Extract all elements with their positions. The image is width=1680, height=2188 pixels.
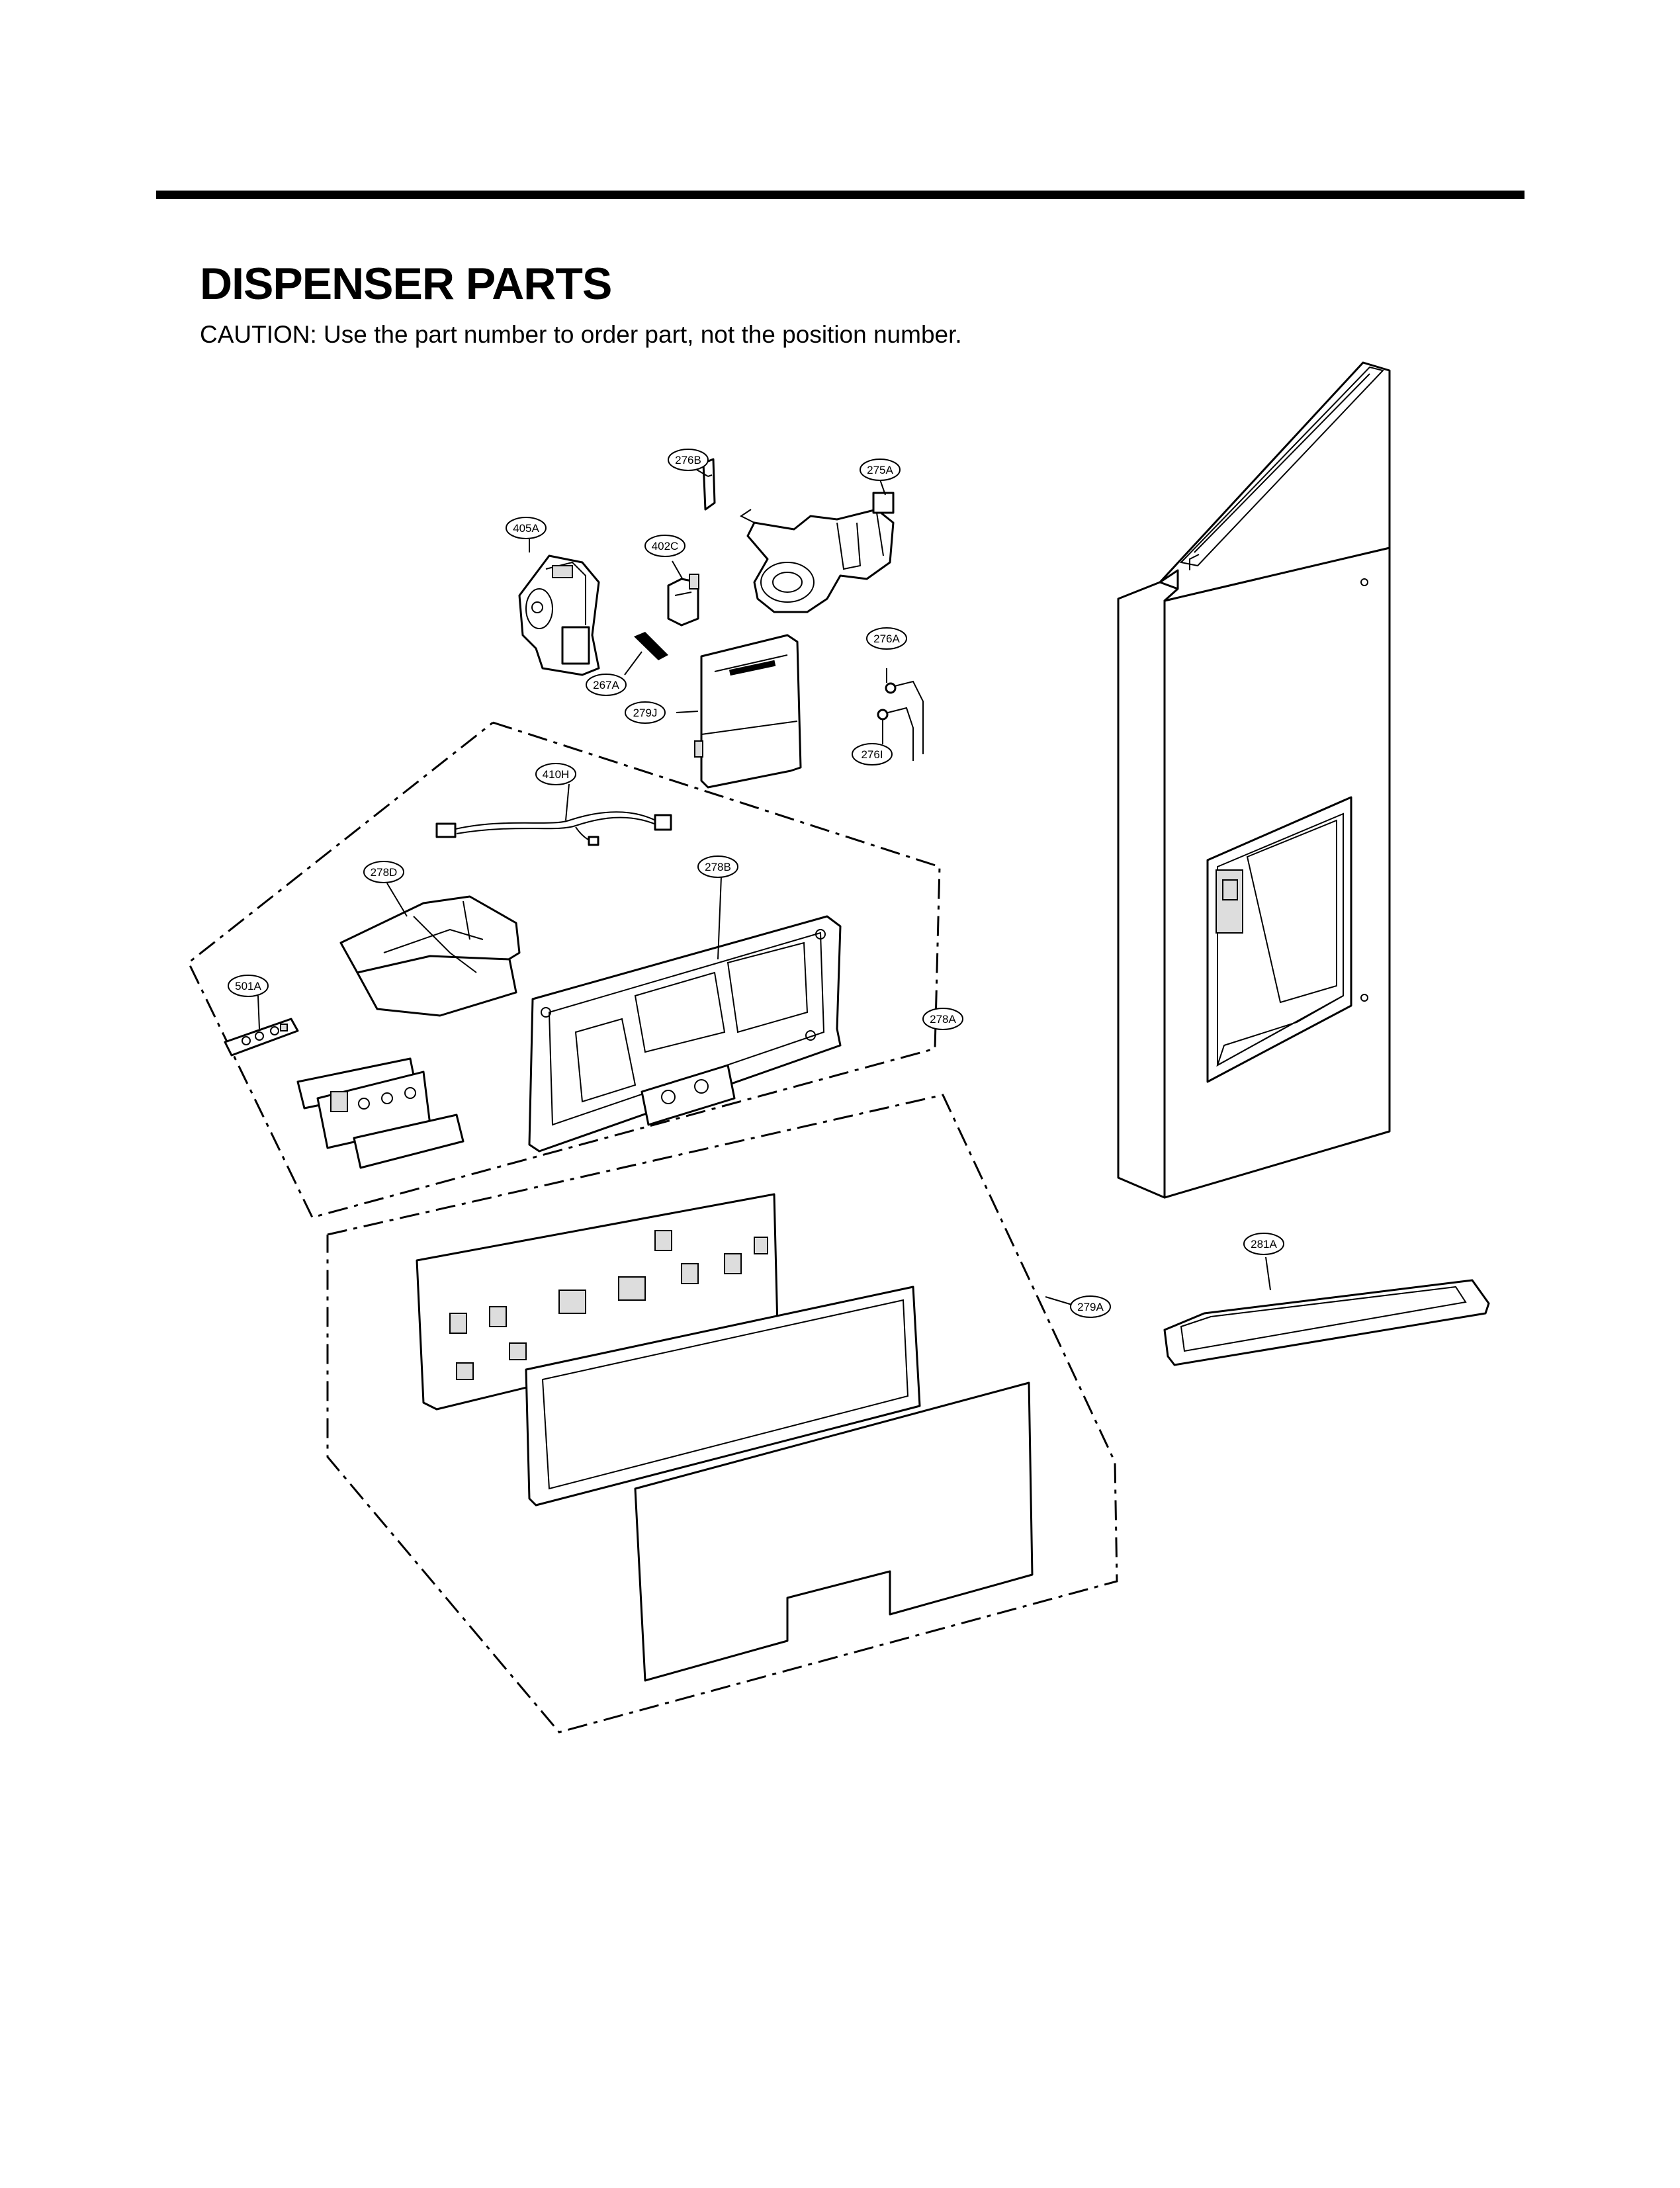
svg-text:278A: 278A: [930, 1013, 956, 1026]
svg-text:501A: 501A: [235, 980, 261, 992]
pcb-501A: [224, 1018, 299, 1057]
drip-tray-281A: [1163, 1279, 1490, 1366]
svg-text:281A: 281A: [1251, 1238, 1277, 1250]
wire-spring-276A-276I: [877, 680, 924, 761]
callout-402C: 402C: [644, 535, 685, 557]
callout-410H: 410H: [535, 763, 576, 785]
svg-text:276A: 276A: [873, 633, 900, 645]
callout-279J: 279J: [625, 701, 666, 724]
part-405A: [518, 554, 600, 676]
spring-267A: [634, 632, 668, 660]
callout-275A: 275A: [860, 459, 901, 481]
callout-278D: 278D: [363, 861, 404, 883]
svg-text:278D: 278D: [371, 866, 398, 879]
svg-text:402C: 402C: [652, 540, 679, 552]
callout-281A: 281A: [1243, 1233, 1284, 1255]
svg-text:410H: 410H: [543, 768, 570, 781]
control-frame-part: [525, 1286, 921, 1507]
wire-harness-410H: [435, 811, 672, 846]
assembly-279A-outline: [326, 1094, 1118, 1733]
solenoid-housing-275A: [740, 492, 895, 613]
assembly-278A-outline: [187, 721, 941, 1219]
callout-278A: 278A: [922, 1008, 963, 1030]
callout-276A: 276A: [866, 627, 907, 650]
control-panel-cover-part: [634, 1381, 1034, 1682]
caution-note: CAUTION: Use the part number to order pa…: [200, 321, 962, 348]
page-title: DISPENSER PARTS: [200, 259, 612, 309]
callout-501A: 501A: [228, 975, 269, 997]
switch-402C: [667, 574, 699, 627]
lever-276B: [702, 458, 716, 511]
callout-267A: 267A: [586, 674, 627, 696]
callout-278B: 278B: [697, 855, 738, 878]
callout-276B: 276B: [668, 449, 709, 471]
housing-278B: [528, 915, 842, 1153]
svg-text:278B: 278B: [705, 861, 731, 873]
callout-276I: 276I: [852, 743, 893, 766]
svg-text:275A: 275A: [867, 464, 893, 476]
svg-text:279J: 279J: [633, 707, 658, 719]
door-part: [1117, 361, 1391, 1199]
svg-text:276I: 276I: [861, 748, 883, 761]
svg-text:279A: 279A: [1077, 1301, 1104, 1313]
callout-405A: 405A: [506, 517, 547, 539]
cover-279J: [694, 634, 802, 789]
callout-279A: 279A: [1070, 1295, 1111, 1318]
funnel-278D: [339, 895, 521, 1017]
svg-text:405A: 405A: [513, 522, 539, 535]
svg-text:267A: 267A: [593, 679, 619, 691]
display-board-part: [296, 1057, 464, 1169]
svg-text:276B: 276B: [675, 454, 701, 466]
callout-leaders: [257, 469, 1271, 1305]
top-rule: [156, 191, 1525, 199]
control-pcb-part: [416, 1193, 779, 1411]
